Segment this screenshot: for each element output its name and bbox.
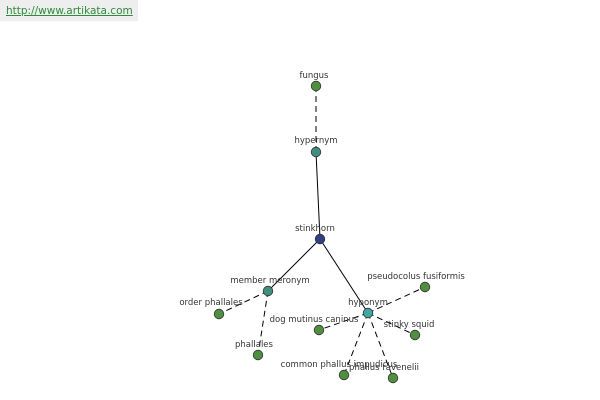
node-phallales[interactable]: phallales (235, 340, 274, 361)
node-label-order-phallales: order phallales (179, 298, 243, 308)
node-label-stinkhorn: stinkhorn (295, 224, 335, 234)
node-marker-common-phallus-impudicus[interactable] (338, 369, 350, 381)
node-label-dog-mutinus-caninus: dog mutinus caninus (270, 315, 359, 325)
node-label-hypernym: hypernym (294, 136, 337, 146)
edge-stinkhorn-to-hyponym (319, 238, 369, 314)
edge-member-meronym-to-phallales (257, 290, 269, 356)
node-label-hyponym: hyponym (348, 298, 388, 308)
node-marker-stinky-squid[interactable] (409, 329, 421, 341)
node-marker-member-meronym[interactable] (262, 285, 274, 297)
node-label-stinky-squid: stinky squid (384, 320, 435, 330)
node-marker-hyponym[interactable] (362, 307, 374, 319)
edge-stinkhorn-to-member-meronym (267, 238, 321, 292)
node-label-member-meronym: member meronym (230, 276, 309, 286)
site-url-link[interactable]: http://www.artikata.com (0, 0, 138, 21)
nodes-layer: fungus hypernym stinkhorn member meronym ord… (179, 71, 465, 384)
node-marker-phallus-ravenelii[interactable] (387, 372, 399, 384)
node-stinkhorn[interactable]: stinkhorn (295, 224, 335, 245)
edge-member-meronym-to-order-phallales (218, 290, 269, 315)
node-marker-fungus[interactable] (310, 80, 322, 92)
edge-hypernym-to-stinkhorn (315, 151, 321, 240)
edges-layer (218, 86, 426, 379)
node-common-phallus-impudicus[interactable]: common phallus impudicus (281, 360, 398, 381)
edge-hyponym-to-stinky-squid (367, 312, 416, 336)
node-order-phallales[interactable]: order phallales (179, 298, 243, 320)
node-hypernym[interactable]: hypernym (294, 136, 338, 158)
node-fungus[interactable]: fungus (300, 71, 330, 92)
node-label-phallus-ravenelii: phallus ravenelii (349, 363, 419, 373)
node-marker-order-phallales[interactable] (213, 308, 225, 320)
node-dog-mutinus-caninus[interactable]: dog mutinus caninus (270, 315, 359, 336)
node-hyponym[interactable]: hyponym (348, 298, 388, 319)
edge-hyponym-to-phallus-ravenelii (367, 312, 394, 379)
node-pseudocolus-fusiformis[interactable]: pseudocolus fusiformis (367, 272, 465, 293)
node-stinky-squid[interactable]: stinky squid (384, 320, 435, 341)
node-member-meronym[interactable]: member meronym (230, 276, 310, 297)
node-marker-phallales[interactable] (252, 349, 264, 361)
edge-hyponym-to-common-phallus-impudicus (343, 312, 369, 376)
node-label-common-phallus-impudicus: common phallus impudicus (281, 360, 398, 370)
edge-hyponym-to-pseudocolus-fusiformis (367, 286, 426, 314)
node-phallus-ravenelii[interactable]: phallus ravenelii (349, 363, 419, 384)
node-label-fungus: fungus (300, 71, 330, 81)
node-marker-pseudocolus-fusiformis[interactable] (419, 281, 431, 293)
edge-hyponym-to-dog-mutinus-caninus (318, 312, 369, 331)
node-label-pseudocolus-fusiformis: pseudocolus fusiformis (367, 272, 465, 282)
node-marker-hypernym[interactable] (310, 146, 322, 158)
node-marker-dog-mutinus-caninus[interactable] (313, 324, 325, 336)
node-label-phallales: phallales (235, 340, 274, 350)
node-marker-stinkhorn[interactable] (314, 233, 326, 245)
